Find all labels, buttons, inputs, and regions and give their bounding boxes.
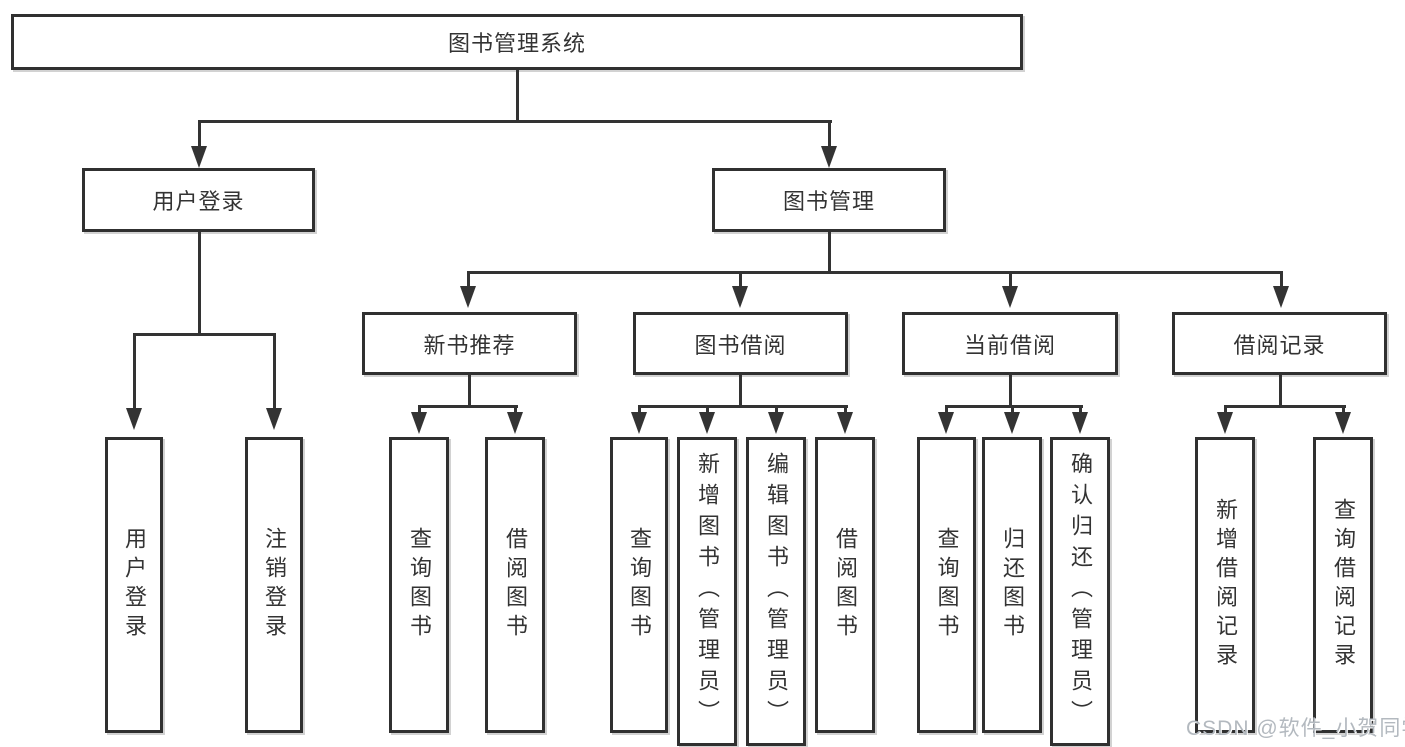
connector-line [944, 405, 948, 415]
connector-line [272, 333, 276, 410]
connector-line [197, 120, 832, 123]
arrowhead-down-icon [126, 408, 142, 430]
leaf-query-books-1: 查询图书 [389, 437, 449, 733]
connector-line [739, 375, 742, 407]
leaf-query-borrow-record-label: 查询借阅记录 [1331, 498, 1356, 672]
leaf-query-books-3: 查询图书 [917, 437, 976, 733]
node-book-borrowing: 图书借阅 [633, 312, 848, 375]
connector-line [827, 120, 831, 148]
leaf-edit-books-admin-label: 编辑图书（管理员） [764, 452, 789, 731]
leaf-borrow-books-1-label: 借阅图书 [503, 527, 528, 643]
node-current-borrowing-label: 当前借阅 [963, 332, 1056, 358]
node-root-label: 图书管理系统 [447, 31, 586, 56]
leaf-confirm-return-admin: 确认归还（管理员） [1050, 437, 1110, 746]
arrowhead-down-icon [411, 412, 427, 434]
leaf-logout: 注销登录 [245, 437, 303, 733]
watermark: CSDN @软件_小贺同学 [1186, 717, 1405, 740]
leaf-user-login-label: 用户登录 [122, 527, 147, 643]
leaf-add-borrow-record: 新增借阅记录 [1195, 437, 1255, 733]
leaf-edit-books-admin: 编辑图书（管理员） [746, 437, 806, 746]
node-new-book-recommend-label: 新书推荐 [423, 332, 516, 358]
arrowhead-down-icon [1002, 286, 1018, 308]
arrowhead-down-icon [1335, 412, 1351, 434]
arrowhead-down-icon [821, 146, 837, 168]
connector-line [637, 405, 641, 415]
node-borrow-records-label: 借阅记录 [1233, 332, 1326, 358]
arrowhead-down-icon [631, 412, 647, 434]
arrowhead-down-icon [938, 412, 954, 434]
node-borrow-records: 借阅记录 [1172, 312, 1387, 375]
leaf-return-books: 归还图书 [982, 437, 1042, 733]
connector-line [513, 405, 517, 415]
arrowhead-down-icon [460, 286, 476, 308]
leaf-query-books-1-label: 查询图书 [407, 527, 432, 643]
node-user-login: 用户登录 [82, 168, 315, 232]
arrowhead-down-icon [1273, 286, 1289, 308]
connector-line [417, 405, 421, 415]
node-book-borrowing-label: 图书借阅 [694, 332, 787, 358]
node-user-login-label: 用户登录 [152, 189, 245, 214]
leaf-add-books-admin: 新增图书（管理员） [677, 437, 737, 746]
leaf-logout-label: 注销登录 [262, 527, 287, 643]
connector-line [1223, 405, 1346, 408]
connector-line [132, 333, 276, 336]
leaf-user-login: 用户登录 [105, 437, 163, 733]
node-book-management-label: 图书管理 [782, 189, 875, 214]
connector-line [197, 232, 201, 335]
arrowhead-down-icon [732, 286, 748, 308]
leaf-add-borrow-record-label: 新增借阅记录 [1213, 498, 1238, 672]
arrowhead-down-icon [1072, 412, 1088, 434]
leaf-borrow-books-1: 借阅图书 [485, 437, 545, 733]
leaf-query-books-2-label: 查询图书 [627, 527, 652, 643]
node-root: 图书管理系统 [11, 14, 1023, 70]
connector-line [705, 405, 709, 415]
connector-line [738, 271, 742, 288]
connector-line [1279, 271, 1283, 288]
connector-line [197, 120, 201, 148]
connector-line [1078, 405, 1082, 415]
connector-line [637, 405, 848, 408]
connector-line [1223, 405, 1227, 415]
connector-line [1278, 375, 1282, 407]
leaf-return-books-label: 归还图书 [1000, 527, 1025, 643]
leaf-query-books-3-label: 查询图书 [934, 527, 960, 643]
connector-line [132, 333, 136, 410]
arrowhead-down-icon [837, 412, 853, 434]
leaf-borrow-books-2: 借阅图书 [815, 437, 875, 733]
arrowhead-down-icon [191, 146, 207, 168]
connector-line [774, 405, 778, 415]
node-new-book-recommend: 新书推荐 [362, 312, 577, 375]
connector-line [466, 271, 470, 288]
arrowhead-down-icon [507, 412, 523, 434]
node-book-management: 图书管理 [712, 168, 946, 232]
arrowhead-down-icon [1217, 412, 1233, 434]
connector-line [515, 70, 519, 121]
arrowhead-down-icon [266, 408, 282, 430]
leaf-add-books-admin-label: 新增图书（管理员） [695, 452, 720, 731]
arrowhead-down-icon [1004, 412, 1020, 434]
leaf-query-borrow-record: 查询借阅记录 [1313, 437, 1373, 733]
leaf-borrow-books-2-label: 借阅图书 [833, 527, 858, 643]
connector-line [827, 232, 831, 273]
connector-line [466, 271, 1283, 274]
node-current-borrowing: 当前借阅 [902, 312, 1118, 375]
leaf-confirm-return-admin-label: 确认归还（管理员） [1068, 452, 1093, 731]
arrowhead-down-icon [768, 412, 784, 434]
arrowhead-down-icon [699, 412, 715, 434]
connector-line [1010, 405, 1014, 415]
connector-line [944, 405, 1083, 408]
connector-line [843, 405, 847, 415]
leaf-query-books-2: 查询图书 [610, 437, 668, 733]
connector-line [1341, 405, 1345, 415]
connector-line [1008, 271, 1012, 288]
connector-line [417, 405, 518, 408]
connector-line [1008, 375, 1012, 407]
connector-line [468, 375, 471, 407]
